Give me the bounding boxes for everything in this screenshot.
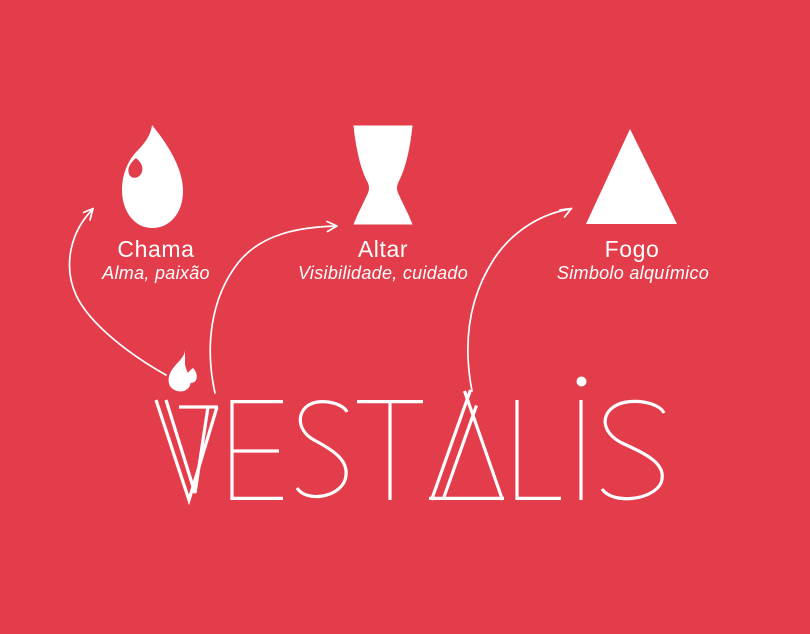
arrow-to-triangle (467, 207, 573, 392)
symbol-label-altar: Altar (357, 236, 409, 262)
symbol-label-fogo: Fogo (604, 236, 660, 262)
symbol-meaning-fogo: Simbolo alquímico (556, 263, 710, 283)
letter-l (515, 400, 561, 500)
letter-t (357, 400, 423, 500)
arrow-to-flame (68, 207, 167, 376)
symbol-label-chama: Chama (117, 236, 195, 262)
letter-a (429, 389, 505, 501)
flame-icon (122, 125, 183, 228)
arrow-to-altar (209, 220, 338, 394)
logo-flame-icon (168, 350, 197, 392)
vestalis-logotype (154, 350, 666, 506)
letter-s (295, 400, 349, 499)
i-dot (576, 376, 587, 387)
letter-v (154, 399, 219, 506)
symbol-meaning-chama: Alma, paixão (102, 263, 210, 283)
altar-icon (353, 125, 413, 225)
letter-e (230, 400, 283, 500)
fire-triangle-icon (586, 129, 677, 224)
symbol-meaning-altar: Visibilidade, cuidado (297, 263, 469, 283)
letter-i (576, 376, 587, 500)
letter-s2 (600, 399, 666, 501)
